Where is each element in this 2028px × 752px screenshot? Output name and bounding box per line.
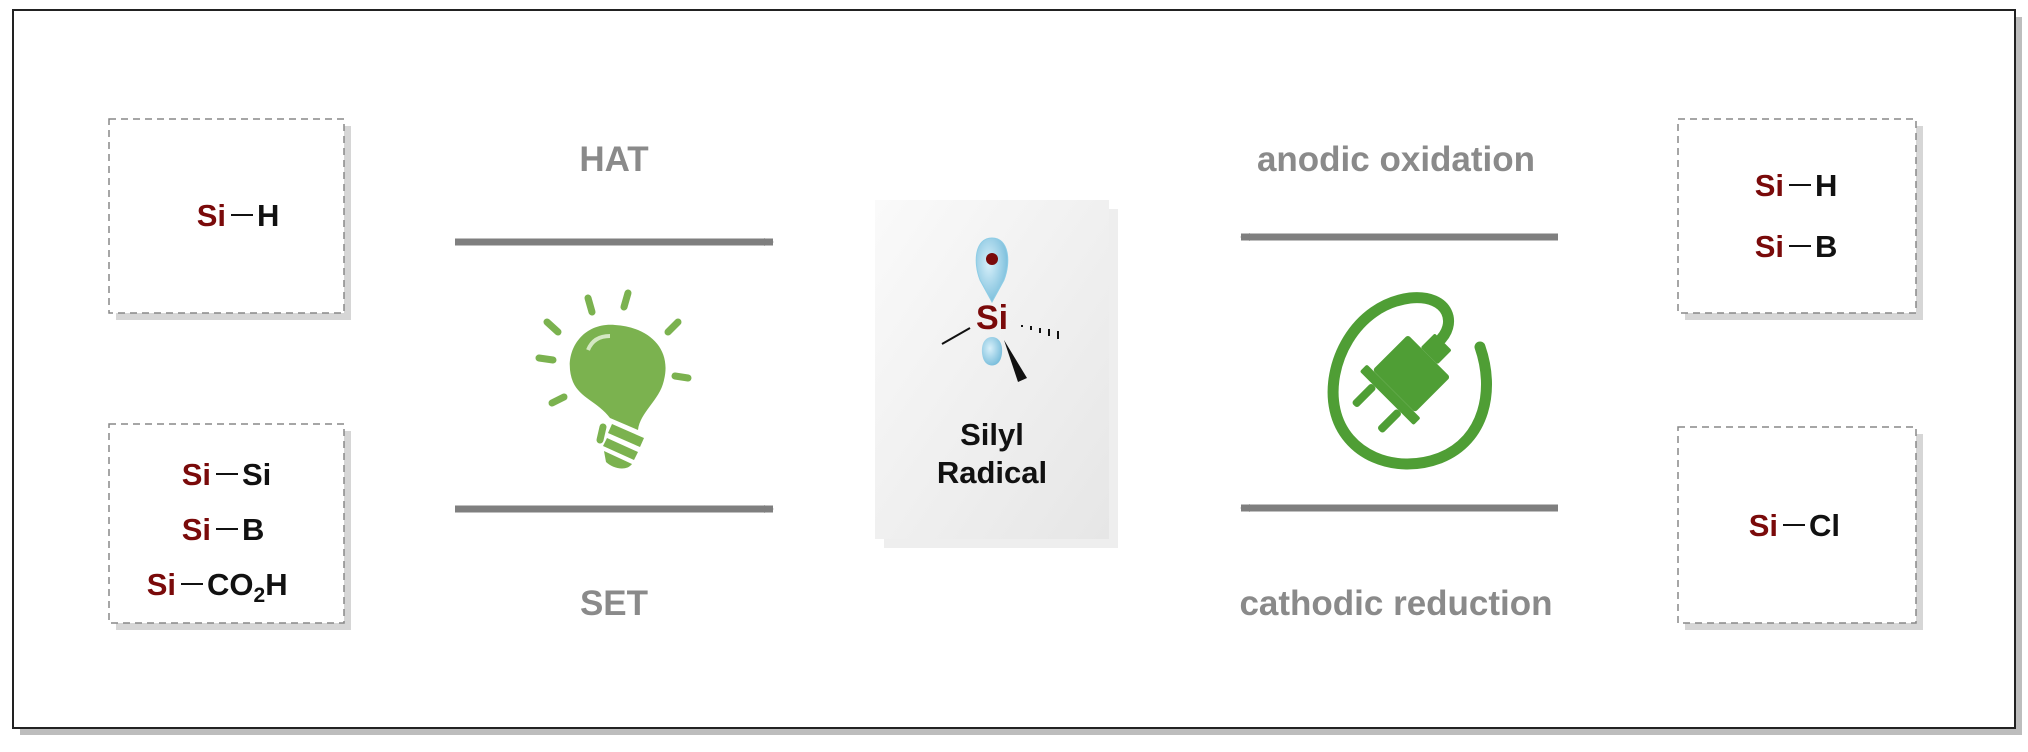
atom-partner: H [257, 198, 279, 233]
box-left-top: Si H [108, 118, 351, 320]
atom-si: Si [197, 198, 226, 233]
lightbulb-icon [535, 289, 692, 469]
bond-hash [1021, 325, 1059, 339]
svg-text:H: H [1815, 168, 1837, 203]
label-set: SET [580, 584, 648, 623]
svg-text:Si: Si [182, 457, 211, 492]
label-anodic-oxidation: anodic oxidation [1257, 140, 1535, 179]
electric-plug-icon [1327, 292, 1492, 470]
svg-text:Si: Si [242, 457, 271, 492]
center-si: Si [976, 299, 1008, 337]
svg-text:B: B [242, 512, 264, 547]
svg-text:Si: Si [1755, 168, 1784, 203]
orbital-upper [975, 237, 1009, 304]
svg-text:B: B [1815, 229, 1837, 264]
svg-text:Cl: Cl [1809, 508, 1840, 543]
bond-wedge [1004, 340, 1027, 382]
svg-text:Si: Si [1755, 229, 1784, 264]
label-hat: HAT [579, 140, 648, 179]
label-cathodic-reduction: cathodic reduction [1239, 584, 1552, 623]
box-left-bottom: Si Si Si B Si CO2H [108, 423, 351, 630]
radical-dot [986, 253, 998, 265]
box-right-bottom: Si Cl [1677, 426, 1923, 630]
svg-text:CO2H: CO2H [207, 567, 288, 607]
silyl-radical-box: Si Silyl Radical [875, 200, 1118, 548]
center-label-line2: Radical [937, 455, 1047, 490]
box-right-top: Si H Si B [1677, 118, 1923, 320]
svg-text:Si: Si [1749, 508, 1778, 543]
center-label-line1: Silyl [960, 417, 1024, 452]
bond-plain [941, 327, 971, 345]
orbital-lower [981, 337, 1003, 366]
svg-text:Si: Si [182, 512, 211, 547]
svg-text:Si: Si [147, 567, 176, 602]
